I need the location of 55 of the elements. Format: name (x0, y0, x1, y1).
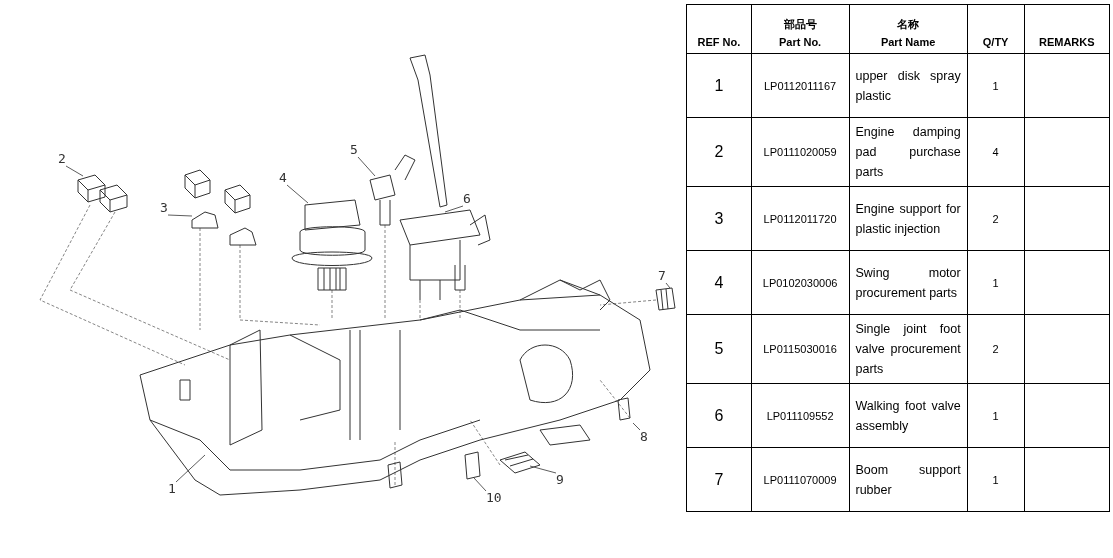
part-number: LP0115030016 (763, 343, 837, 355)
part-name: Swing motor procurement parts (855, 264, 961, 302)
part-name: Boom support rubber (855, 461, 961, 499)
quantity: 1 (992, 79, 999, 92)
callout-number: 1 (168, 482, 176, 496)
column-header: Part Name (879, 35, 937, 50)
callout-number: 6 (463, 192, 471, 206)
ref-number: 5 (714, 340, 724, 357)
leader-line (167, 214, 193, 217)
leader-line (444, 205, 464, 213)
part-number: LP0112011167 (764, 79, 837, 92)
leader-line (529, 465, 557, 474)
ref-number: 7 (714, 470, 724, 488)
ref-number: 1 (714, 76, 724, 94)
ref-number: 2 (714, 143, 724, 160)
callout-number: 10 (486, 491, 502, 505)
leader-line (175, 454, 206, 483)
quantity: 2 (992, 212, 999, 225)
leader-line (65, 165, 84, 177)
part-name: Walking foot valve assembly (855, 397, 961, 435)
part-number: LP0112011720 (763, 212, 837, 225)
column-header: 部品号 (782, 17, 818, 32)
callout-number: 9 (556, 473, 564, 487)
part-name: Engine support for plastic injection (855, 200, 961, 238)
leader-line (665, 282, 671, 289)
column-header: 名称 (896, 17, 921, 32)
part-name: Single joint foot valve procurement parts (855, 321, 961, 378)
callout-number: 3 (160, 201, 168, 215)
ref-number: 3 (714, 209, 724, 227)
quantity: 1 (992, 473, 999, 486)
leader-line (357, 156, 376, 177)
leader-line (286, 184, 309, 204)
column-header: Q/TY (981, 35, 1010, 50)
quantity: 1 (992, 276, 999, 289)
leader-line (473, 477, 487, 492)
quantity: 2 (992, 343, 999, 355)
part-name: upper disk spray plastic (855, 67, 961, 105)
ref-number: 4 (714, 273, 724, 291)
callout-number: 8 (640, 430, 648, 444)
column-header: REMARKS (1037, 35, 1096, 50)
leader-line (632, 422, 641, 431)
part-number: LP0111020059 (763, 146, 837, 158)
column-header: Part No. (778, 35, 823, 50)
callout-number: 2 (58, 152, 66, 166)
part-number: LP0102030006 (762, 276, 838, 289)
callout-number: 4 (279, 171, 287, 185)
part-name: Engine damping pad purchase parts (855, 124, 961, 181)
callout-number: 7 (658, 269, 666, 283)
ref-number: 6 (714, 406, 724, 424)
column-header: REF No. (696, 35, 742, 50)
quantity: 4 (992, 146, 999, 158)
callout-number: 5 (350, 143, 358, 157)
quantity: 1 (992, 409, 999, 422)
part-number: LP0111070009 (763, 473, 837, 486)
part-number: LP011109552 (766, 409, 834, 422)
